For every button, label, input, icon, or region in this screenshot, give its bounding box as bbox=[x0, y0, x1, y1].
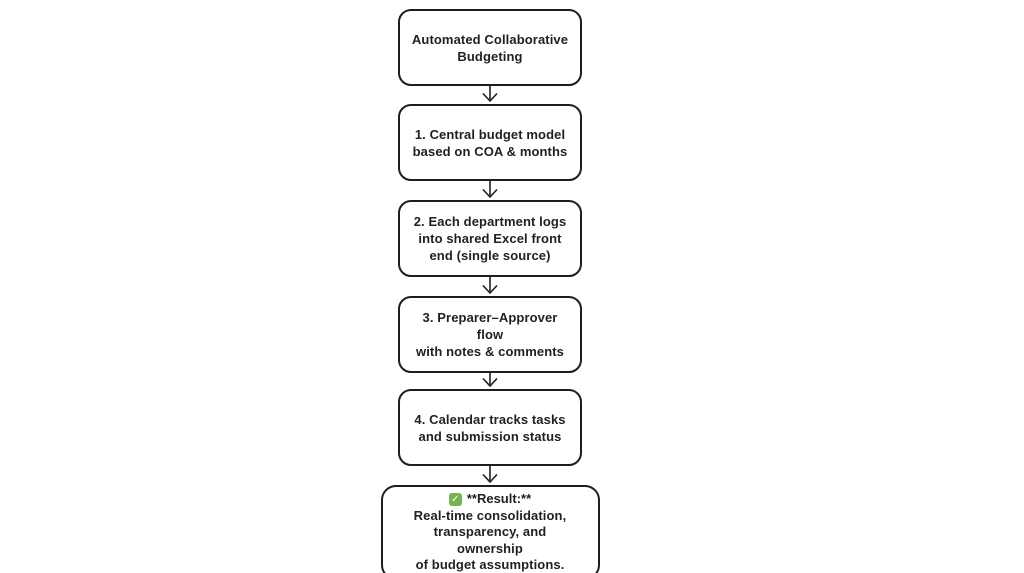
down-arrow-icon bbox=[482, 466, 498, 484]
flow-box-step-3-label: 3. Preparer–Approver flow with notes & c… bbox=[415, 310, 564, 359]
down-arrow-icon bbox=[482, 86, 498, 103]
flowchart: Automated Collaborative Budgeting 1. Cen… bbox=[380, 9, 600, 573]
result-body: Real-time consolidation, transparency, a… bbox=[413, 507, 567, 573]
flow-box-title-label: Automated Collaborative Budgeting bbox=[411, 31, 569, 64]
check-icon: ✓ bbox=[448, 492, 462, 506]
flow-box-step-2-label: 2. Each department logs into shared Exce… bbox=[413, 214, 567, 263]
flow-box-result: ✓ **Result:** Real-time consolidation, t… bbox=[380, 485, 600, 573]
flow-box-step-3: 3. Preparer–Approver flow with notes & c… bbox=[398, 296, 582, 373]
down-arrow-icon bbox=[482, 373, 498, 388]
result-header: ✓ **Result:** bbox=[448, 491, 532, 508]
down-arrow-icon bbox=[482, 181, 498, 199]
flow-box-step-4-label: 4. Calendar tracks tasks and submission … bbox=[414, 411, 566, 444]
flow-box-step-2: 2. Each department logs into shared Exce… bbox=[398, 200, 582, 277]
flow-box-title: Automated Collaborative Budgeting bbox=[398, 9, 582, 86]
flow-box-step-4: 4. Calendar tracks tasks and submission … bbox=[398, 389, 582, 466]
flow-box-step-1-label: 1. Central budget model based on COA & m… bbox=[412, 126, 568, 159]
result-header-label: **Result:** bbox=[466, 491, 532, 506]
flow-box-step-1: 1. Central budget model based on COA & m… bbox=[398, 104, 582, 181]
down-arrow-icon bbox=[482, 277, 498, 295]
